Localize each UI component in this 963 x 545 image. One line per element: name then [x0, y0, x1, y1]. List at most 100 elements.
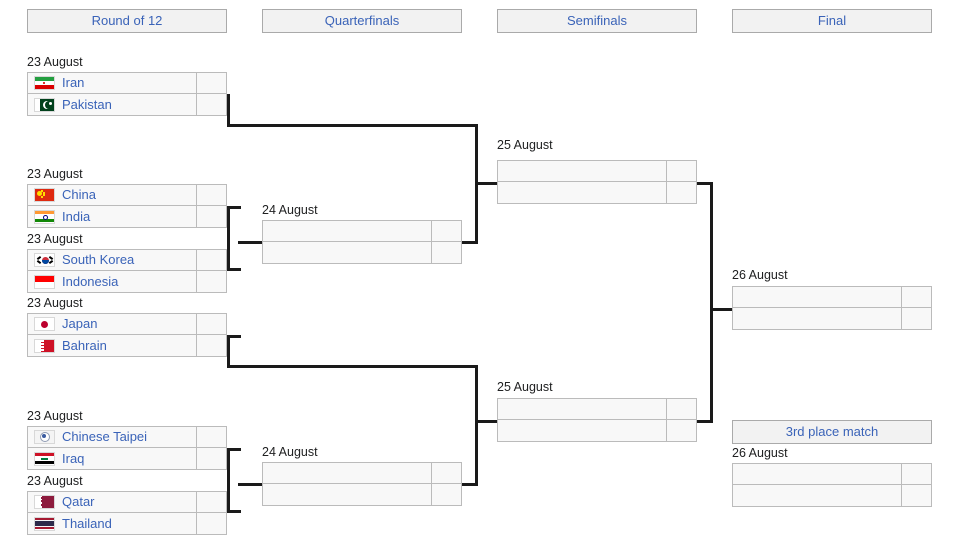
match-row[interactable]	[732, 286, 932, 308]
score-cell	[666, 420, 696, 441]
team-cell: Japan	[28, 314, 196, 334]
team-cell	[498, 399, 666, 419]
match-row[interactable]: Thailand	[27, 513, 227, 535]
team-name[interactable]: Qatar	[62, 494, 95, 509]
team-cell	[498, 420, 666, 441]
match-sf-m1	[497, 160, 697, 204]
team-cell: China	[28, 185, 196, 205]
score-cell	[196, 271, 226, 292]
team-cell: Indonesia	[28, 271, 196, 292]
match-qf-m1	[262, 220, 462, 264]
match-date-sf-m2: 25 August	[497, 380, 553, 394]
match-row[interactable]: Chinese Taipei	[27, 426, 227, 448]
score-cell	[901, 287, 931, 307]
match-qf-m2	[262, 462, 462, 506]
team-name[interactable]: Iran	[62, 75, 85, 90]
team-name[interactable]: Thailand	[62, 515, 112, 531]
connector-sf1-in-h	[475, 182, 499, 185]
match-row[interactable]	[262, 242, 462, 264]
team-name[interactable]: Bahrain	[62, 337, 107, 353]
match-row[interactable]	[732, 463, 932, 485]
connector-sf2-in-h	[475, 420, 499, 423]
match-row[interactable]	[497, 420, 697, 442]
team-name[interactable]: India	[62, 208, 91, 224]
score-cell	[431, 242, 461, 263]
connector-qf2-in-top-h	[227, 448, 241, 451]
third-place-header[interactable]: 3rd place match	[732, 420, 932, 444]
match-third-m1	[732, 463, 932, 507]
score-cell	[666, 182, 696, 203]
connector-qf1-in-bot-v	[227, 241, 230, 271]
match-row[interactable]	[497, 398, 697, 420]
score-cell	[431, 463, 461, 483]
score-cell	[901, 485, 931, 506]
team-cell: Chinese Taipei	[28, 427, 196, 447]
team-name[interactable]: Pakistan	[62, 96, 112, 112]
score-cell	[196, 492, 226, 512]
match-date-r12-m6: 23 August	[27, 474, 83, 488]
match-row[interactable]: China	[27, 184, 227, 206]
team-name[interactable]: Chinese Taipei	[62, 429, 148, 444]
team-name[interactable]: South Korea	[62, 252, 135, 267]
round-header-4[interactable]: Final	[732, 9, 932, 33]
match-date-r12-m4: 23 August	[27, 296, 83, 310]
match-row[interactable]	[262, 220, 462, 242]
jpn-flag-icon	[34, 317, 55, 331]
match-row[interactable]: Iran	[27, 72, 227, 94]
team-cell	[498, 182, 666, 203]
match-date-qf-m2: 24 August	[262, 445, 318, 459]
team-name[interactable]: Iraq	[62, 450, 85, 466]
connector-final-join-v	[710, 182, 713, 423]
connector-qf1-out-h	[460, 241, 478, 244]
team-cell	[733, 308, 901, 329]
score-cell	[196, 448, 226, 469]
tha-flag-icon	[34, 516, 55, 531]
iran-flag-icon	[34, 76, 55, 90]
qat-flag-icon	[34, 495, 55, 509]
connector-r12-m1-stem-v	[227, 94, 230, 127]
match-row[interactable]: Indonesia	[27, 271, 227, 293]
match-date-r12-m2: 23 August	[27, 167, 83, 181]
match-row[interactable]	[732, 485, 932, 507]
team-name[interactable]: China	[62, 187, 96, 202]
connector-qf2-in-bot-v	[227, 483, 230, 513]
match-row[interactable]	[262, 462, 462, 484]
round-header-2[interactable]: Quarterfinals	[262, 9, 462, 33]
kor-flag-icon	[34, 253, 55, 267]
score-cell	[196, 314, 226, 334]
match-row[interactable]	[262, 484, 462, 506]
score-cell	[666, 399, 696, 419]
match-date-r12-m1: 23 August	[27, 55, 83, 69]
match-row[interactable]	[497, 182, 697, 204]
match-row[interactable]	[732, 308, 932, 330]
round-header-1[interactable]: Round of 12	[27, 9, 227, 33]
idn-flag-icon	[34, 274, 55, 289]
match-sf-m2	[497, 398, 697, 442]
team-name[interactable]: Japan	[62, 316, 98, 331]
score-cell	[431, 484, 461, 505]
connector-r12-m4-stem-h	[227, 335, 241, 338]
connector-r12-m4-long-h	[227, 365, 477, 368]
team-cell	[263, 463, 431, 483]
match-row[interactable]: Bahrain	[27, 335, 227, 357]
ind-flag-icon	[34, 209, 55, 224]
connector-qf1-in-bot-h	[227, 268, 241, 271]
score-cell	[431, 221, 461, 241]
team-name[interactable]: Indonesia	[62, 273, 119, 289]
match-row[interactable]	[497, 160, 697, 182]
round-header-3[interactable]: Semifinals	[497, 9, 697, 33]
match-row[interactable]: Qatar	[27, 491, 227, 513]
match-row[interactable]: Iraq	[27, 448, 227, 470]
match-row[interactable]: Pakistan	[27, 94, 227, 116]
match-row[interactable]: India	[27, 206, 227, 228]
match-row[interactable]: Japan	[27, 313, 227, 335]
match-date-sf-m1: 25 August	[497, 138, 553, 152]
connector-qf2-out-h	[460, 483, 478, 486]
team-cell: South Korea	[28, 250, 196, 270]
score-cell	[196, 73, 226, 93]
match-row[interactable]: South Korea	[27, 249, 227, 271]
team-cell: Thailand	[28, 513, 196, 534]
connector-sf1-out-h	[694, 182, 712, 185]
